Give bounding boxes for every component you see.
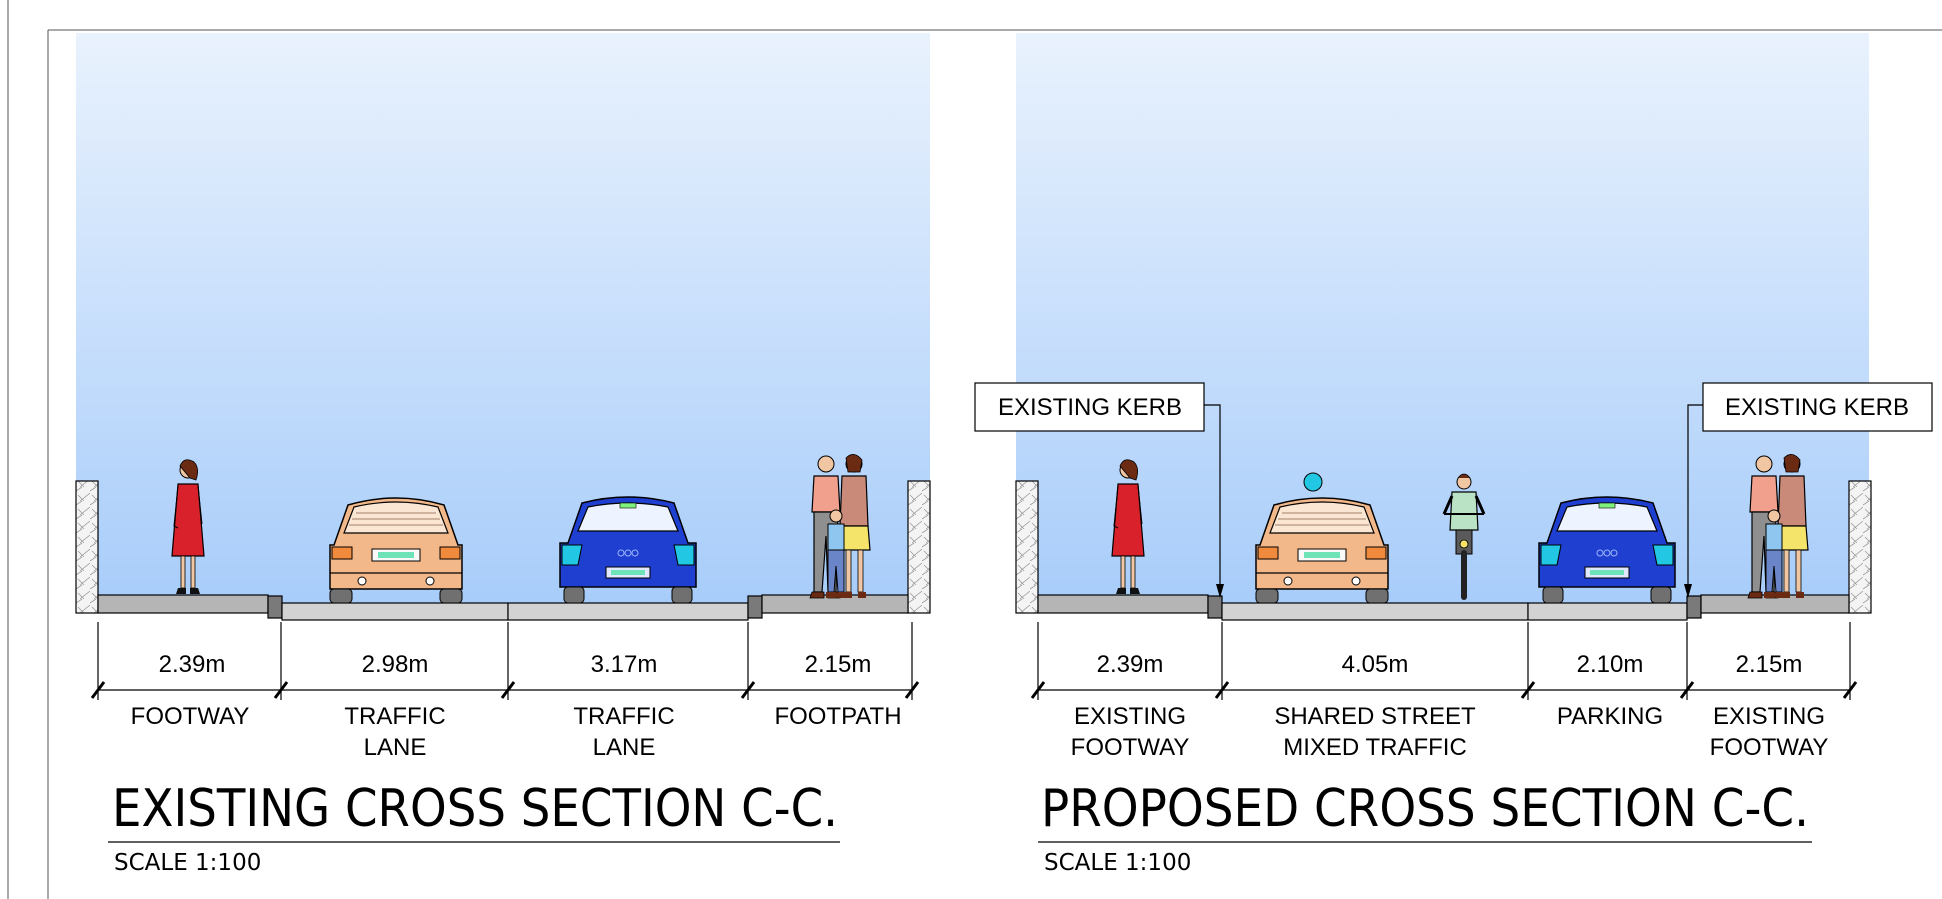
callout-left-text: EXISTING KERB xyxy=(998,394,1182,421)
proposed-left-wall xyxy=(1015,480,1039,614)
existing-left-kerb xyxy=(267,595,283,619)
proposed-zone-footway-left-line2: FOOTWAY xyxy=(1071,734,1190,761)
proposed-dim-shared-street: 4.05m xyxy=(1342,651,1409,678)
existing-right-kerb xyxy=(747,595,763,619)
proposed-right-kerb xyxy=(1686,595,1702,619)
existing-section-title: EXISTING CROSS SECTION C-C. xyxy=(112,779,838,839)
proposed-shared-street xyxy=(1221,602,1529,621)
proposed-dim-parking: 2.10m xyxy=(1577,651,1644,678)
blue-car-icon xyxy=(559,496,697,604)
callout-existing-kerb-right xyxy=(1684,382,1933,598)
proposed-sky xyxy=(1016,33,1869,613)
existing-zone-traffic-lane-2-line2: LANE xyxy=(593,734,656,761)
existing-traffic-lane-1 xyxy=(281,602,509,621)
existing-dim-footpath: 2.15m xyxy=(805,651,872,678)
proposed-dimension-line xyxy=(1030,622,1858,700)
existing-zone-traffic-lane-2-line1: TRAFFIC xyxy=(573,703,674,730)
proposed-left-kerb xyxy=(1207,595,1223,619)
existing-zone-traffic-lane-1-line1: TRAFFIC xyxy=(344,703,445,730)
existing-section: 2.39m 2.98m 3.17m 2.15m FOOTWAY TRAFFIC … xyxy=(75,33,931,876)
existing-zone-footway: FOOTWAY xyxy=(131,703,250,730)
proposed-zone-footway-right-line1: EXISTING xyxy=(1713,703,1825,730)
proposed-footway-slab-left xyxy=(1037,594,1209,614)
callout-existing-kerb-left xyxy=(974,382,1224,598)
callout-right-text: EXISTING KERB xyxy=(1725,394,1909,421)
existing-traffic-lane-2 xyxy=(507,602,749,621)
existing-zone-footpath: FOOTPATH xyxy=(774,703,901,730)
proposed-dim-footway-left: 2.39m xyxy=(1097,651,1164,678)
blue-car-icon xyxy=(1538,496,1676,604)
existing-dim-traffic-lane-1: 2.98m xyxy=(362,651,429,678)
proposed-zone-shared-street-line2: MIXED TRAFFIC xyxy=(1283,734,1467,761)
proposed-zone-parking: PARKING xyxy=(1557,703,1663,730)
existing-right-wall xyxy=(907,480,931,614)
proposed-section: EXISTING KERB EXISTING KERB 2.39m 4.05m … xyxy=(974,33,1933,876)
existing-dim-traffic-lane-2: 3.17m xyxy=(591,651,658,678)
existing-left-wall xyxy=(75,480,99,614)
proposed-zone-shared-street-line1: SHARED STREET xyxy=(1274,703,1476,730)
proposed-zone-footway-right-line2: FOOTWAY xyxy=(1710,734,1829,761)
existing-zone-traffic-lane-1-line2: LANE xyxy=(364,734,427,761)
existing-footway-slab xyxy=(97,594,269,614)
existing-scale-label: SCALE 1:100 xyxy=(114,850,261,876)
proposed-right-wall xyxy=(1848,480,1872,614)
proposed-parking xyxy=(1527,602,1688,621)
existing-sky xyxy=(76,33,930,613)
proposed-scale-label: SCALE 1:100 xyxy=(1044,850,1191,876)
orange-car-icon xyxy=(1255,497,1389,604)
orange-car-icon xyxy=(329,497,463,604)
proposed-section-title: PROPOSED CROSS SECTION C-C. xyxy=(1041,779,1809,839)
existing-dim-footway: 2.39m xyxy=(159,651,226,678)
existing-dimension-line xyxy=(90,622,920,700)
proposed-zone-footway-left-line1: EXISTING xyxy=(1074,703,1186,730)
proposed-dim-footway-right: 2.15m xyxy=(1736,651,1803,678)
